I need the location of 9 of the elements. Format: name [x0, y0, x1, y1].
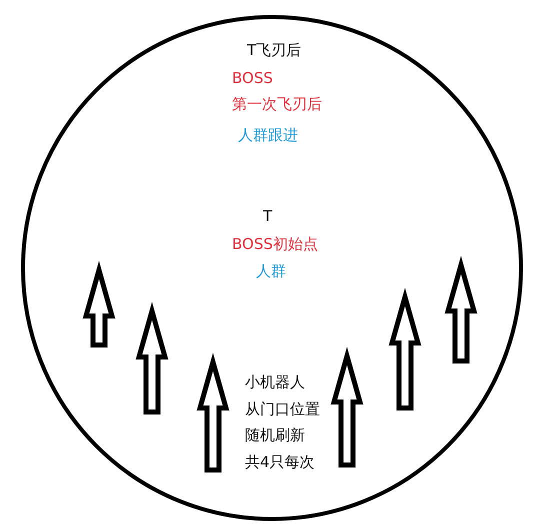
- note-text: 小机器人从门口位置随机刷新共4只每次: [245, 372, 320, 472]
- position-label: T: [263, 207, 272, 225]
- position-label: 人群跟进: [238, 126, 298, 144]
- position-label: BOSS: [232, 69, 273, 87]
- arena-circle: [20, 14, 524, 522]
- position-label: 第一次飞刃后: [232, 95, 322, 113]
- position-label: 人群: [256, 262, 286, 280]
- position-label: BOSS初始点: [232, 235, 318, 253]
- position-label: T飞刃后: [247, 41, 302, 59]
